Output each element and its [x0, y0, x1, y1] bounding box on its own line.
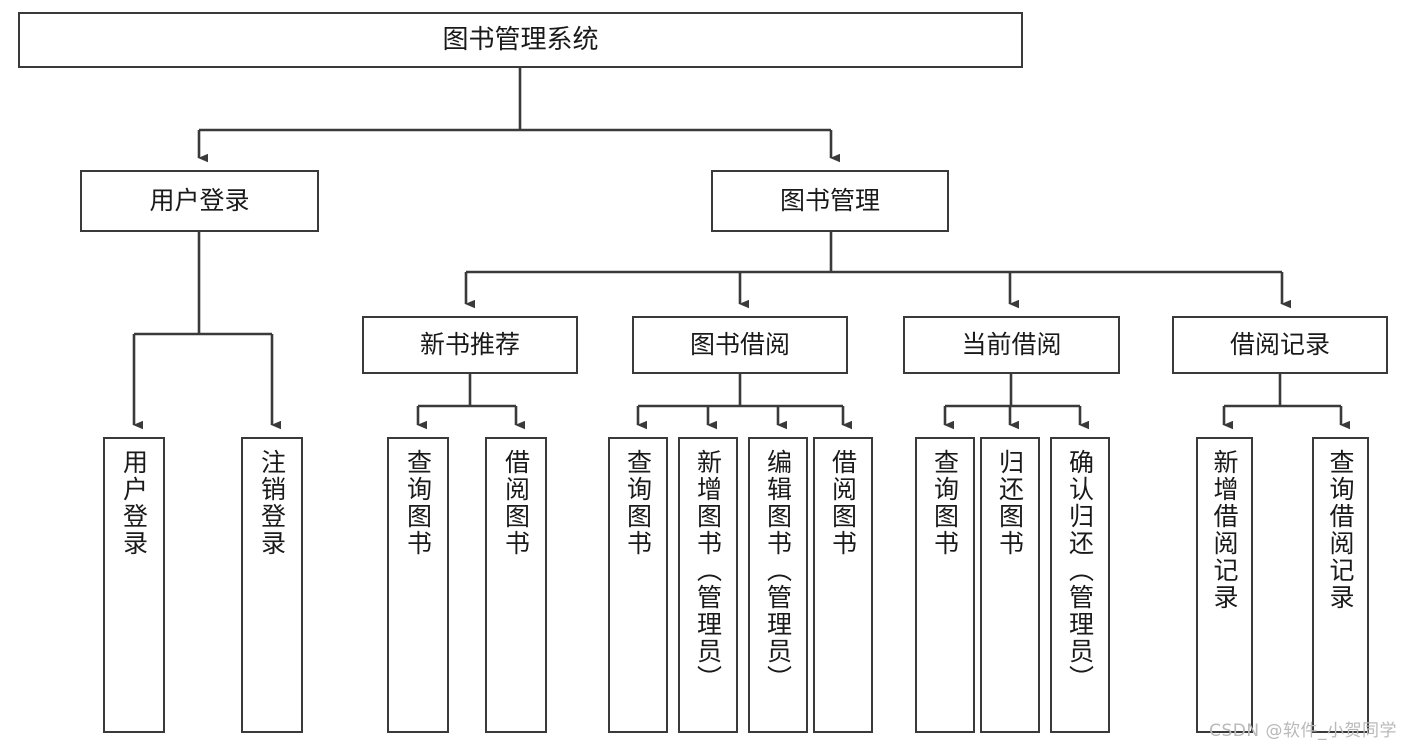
- node-label: 注销登录: [257, 449, 287, 557]
- watermark-text: CSDN @软件_小贺同学: [1209, 721, 1397, 741]
- node-label: 新书推荐: [419, 330, 520, 360]
- node-label: 查询图书: [930, 449, 960, 557]
- node-label: 归还图书: [995, 449, 1025, 557]
- node-book-borrow[interactable]: 图书借阅: [632, 316, 848, 374]
- node-label: 借阅图书: [501, 449, 531, 557]
- leaf-add-book[interactable]: 新增图书（管理员）: [678, 437, 738, 733]
- node-label: 当前借阅: [961, 330, 1062, 360]
- node-label: 查询借阅记录: [1326, 449, 1355, 611]
- node-current-borrow[interactable]: 当前借阅: [903, 316, 1120, 374]
- node-label: 确认归还（管理员）: [1065, 449, 1095, 692]
- leaf-edit-book[interactable]: 编辑图书（管理员）: [748, 437, 808, 733]
- leaf-user-login[interactable]: 用户登录: [103, 437, 165, 733]
- node-label: 新增图书（管理员）: [693, 449, 723, 692]
- node-label: 借阅图书: [828, 449, 858, 557]
- node-user-login[interactable]: 用户登录: [80, 170, 319, 232]
- leaf-return-book[interactable]: 归还图书: [980, 437, 1040, 733]
- node-label: 图书借阅: [689, 330, 790, 360]
- leaf-borrow-book[interactable]: 借阅图书: [813, 437, 873, 733]
- node-label: 查询图书: [623, 449, 653, 557]
- node-label: 用户登录: [119, 449, 149, 557]
- leaf-query-book-recommend[interactable]: 查询图书: [387, 437, 449, 733]
- node-label: 查询图书: [403, 449, 433, 557]
- node-label: 借阅记录: [1229, 330, 1330, 360]
- leaf-borrow-book-recommend[interactable]: 借阅图书: [485, 437, 547, 733]
- leaf-query-borrow-record[interactable]: 查询借阅记录: [1312, 437, 1369, 733]
- node-book-manage[interactable]: 图书管理: [711, 170, 949, 232]
- node-label: 用户登录: [149, 186, 250, 216]
- node-label: 编辑图书（管理员）: [763, 449, 793, 692]
- node-root-system[interactable]: 图书管理系统: [18, 12, 1023, 68]
- node-label: 图书管理系统: [442, 24, 599, 55]
- leaf-logout-login[interactable]: 注销登录: [241, 437, 303, 733]
- node-borrow-record[interactable]: 借阅记录: [1172, 316, 1388, 374]
- leaf-confirm-return[interactable]: 确认归还（管理员）: [1050, 437, 1110, 733]
- node-label: 图书管理: [779, 186, 880, 216]
- leaf-query-book-current[interactable]: 查询图书: [915, 437, 975, 733]
- node-new-book-recommend[interactable]: 新书推荐: [362, 316, 578, 374]
- leaf-add-borrow-record[interactable]: 新增借阅记录: [1196, 437, 1253, 733]
- node-label: 新增借阅记录: [1210, 449, 1239, 611]
- leaf-query-book-borrow[interactable]: 查询图书: [608, 437, 668, 733]
